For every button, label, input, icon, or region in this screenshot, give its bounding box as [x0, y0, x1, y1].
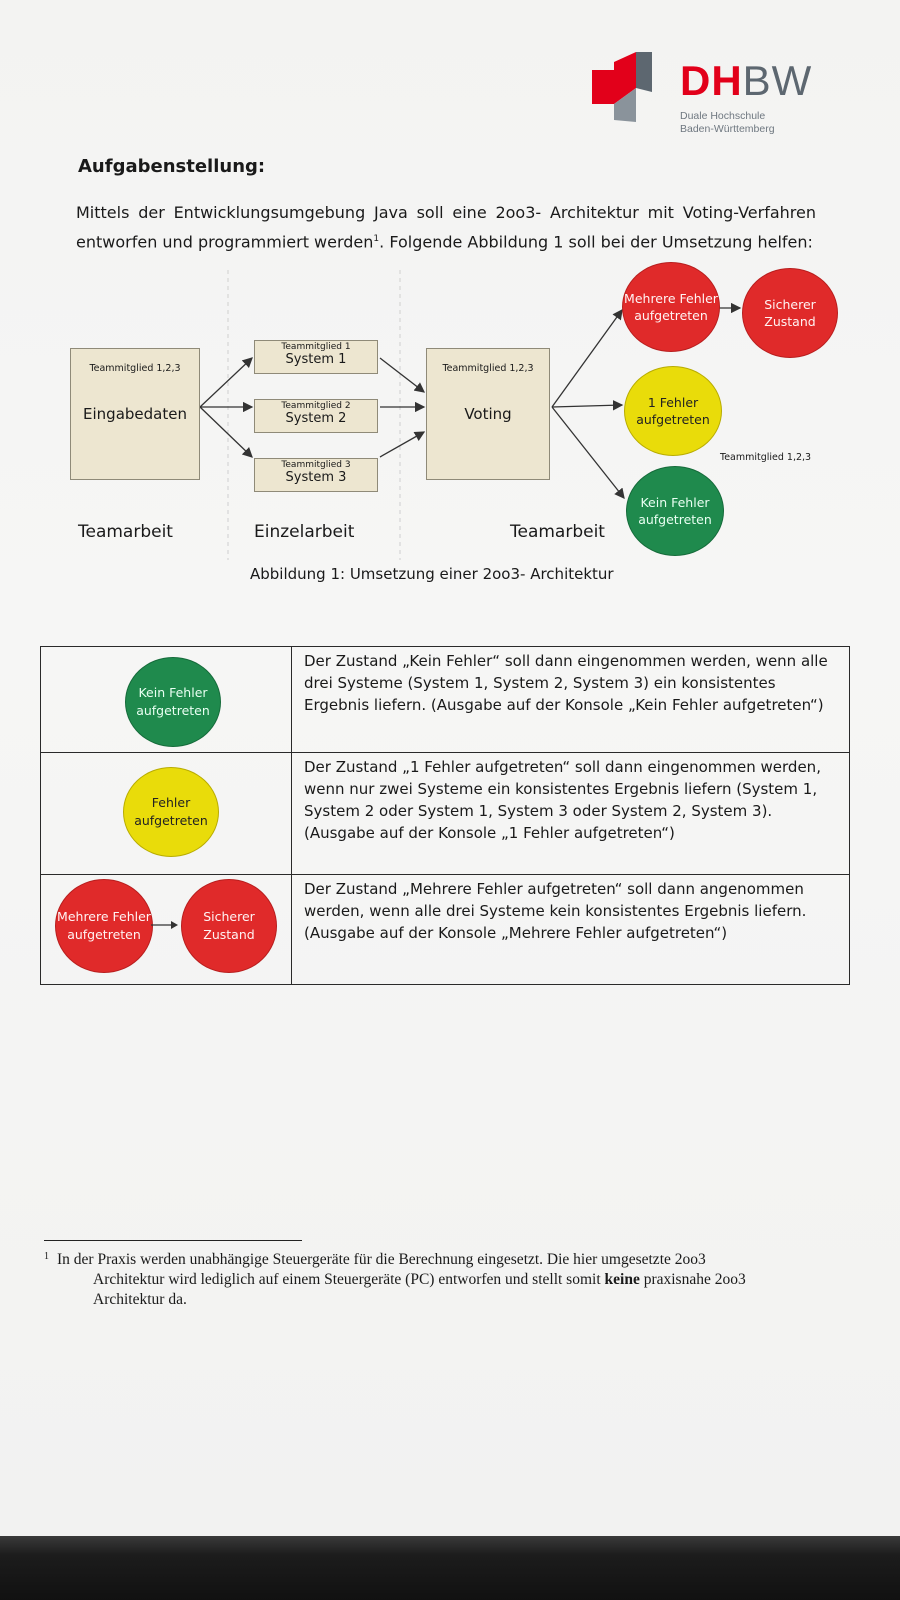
sicherer-zustand-icon: Sicherer Zustand — [181, 879, 277, 973]
footnote-line2c: praxisnahe 2oo3 — [639, 1271, 746, 1288]
footnote-number: 1 — [44, 1251, 49, 1262]
arrow-voting-keinfehler — [551, 406, 625, 500]
system2-box: Teammitglied 2 System 2 — [254, 399, 378, 433]
arrow-eingabe-system3 — [199, 406, 253, 458]
arrow-voting-einfehler — [551, 400, 624, 411]
intro-text-1: Mittels der Entwicklungsumgebung Java so… — [76, 203, 816, 252]
description-cell: Der Zustand „1 Fehler aufgetreten“ soll … — [291, 752, 850, 875]
system2-team: Teammitglied 2 — [281, 401, 351, 411]
desk-edge — [0, 1536, 900, 1600]
intro-paragraph: Mittels der Entwicklungsumgebung Java so… — [76, 200, 816, 255]
voting-label: Voting — [464, 405, 512, 423]
kein-fehler-circle: Kein Fehler aufgetreten — [626, 466, 724, 556]
intro-text-2: . Folgende Abbildung 1 soll bei der Umse… — [379, 232, 813, 252]
mehrere-fehler-icon: Mehrere Fehler aufgetreten — [55, 879, 153, 973]
footnote: 1 In der Praxis werden unabhängige Steue… — [44, 1250, 856, 1310]
voting-team-label: Teammitglied 1,2,3 — [442, 363, 534, 374]
table-row: Kein Fehler aufgetreten Der Zustand „Kei… — [40, 646, 850, 753]
footnote-line1: In der Praxis werden unabhängige Steuerg… — [57, 1251, 706, 1268]
footnote-line3: Architektur da. — [93, 1291, 187, 1308]
sicherer-zustand-circle: Sicherer Zustand — [742, 268, 838, 358]
phase-teamarbeit-1: Teamarbeit — [78, 522, 173, 542]
footnote-line2a: Architektur wird lediglich auf einem Ste… — [93, 1271, 605, 1288]
description-cell: Der Zustand „Mehrere Fehler aufgetreten“… — [291, 874, 850, 985]
voting-box: Teammitglied 1,2,3 Voting — [426, 348, 550, 480]
icon-cell: Mehrere Fehler aufgetreten Sicherer Zust… — [40, 874, 292, 985]
eingabedaten-box: Teammitglied 1,2,3 Eingabedaten — [70, 348, 200, 480]
arrow-system1-voting — [379, 357, 426, 393]
system1-box: Teammitglied 1 System 1 — [254, 340, 378, 374]
kein-fehler-icon: Kein Fehler aufgetreten — [125, 657, 221, 747]
phase-einzelarbeit: Einzelarbeit — [254, 522, 355, 542]
figure-arrows — [199, 270, 742, 560]
ein-fehler-icon: Fehler aufgetreten — [123, 767, 219, 857]
system1-team: Teammitglied 1 — [281, 342, 351, 352]
logo-sub-line1: Duale Hochschule — [680, 110, 766, 122]
outcomes-team-label: Teammitglied 1,2,3 — [720, 452, 812, 463]
eingabe-label: Eingabedaten — [83, 405, 187, 423]
icon-cell: Kein Fehler aufgetreten — [40, 646, 292, 753]
footnote-divider — [44, 1240, 302, 1241]
footnote-text: In der Praxis werden unabhängige Steuerg… — [57, 1250, 856, 1310]
footnote-ref: 1 — [373, 234, 380, 244]
system3-label: System 3 — [285, 470, 347, 485]
arrow-system3-voting — [379, 431, 426, 458]
system3-box: Teammitglied 3 System 3 — [254, 458, 378, 492]
system3-team: Teammitglied 3 — [281, 460, 351, 470]
dhbw-logo: DHBW Duale Hochschule Baden-Württemberg — [592, 52, 812, 142]
arrow-eingabe-system1 — [199, 357, 253, 408]
icon-cell: Fehler aufgetreten — [40, 752, 292, 875]
states-table: Kein Fehler aufgetreten Der Zustand „Kei… — [40, 646, 850, 985]
arrow-voting-mehrere — [551, 308, 623, 408]
footnote-line2-wrap: Architektur wird lediglich auf einem Ste… — [57, 1270, 856, 1290]
logo-bw: BW — [742, 57, 813, 104]
phase-teamarbeit-2: Teamarbeit — [510, 522, 605, 542]
description-cell: Der Zustand „Kein Fehler“ soll dann eing… — [291, 646, 850, 753]
system1-label: System 1 — [285, 352, 347, 367]
logo-sub-line2: Baden-Württemberg — [680, 123, 775, 135]
section-heading: Aufgabenstellung: — [78, 156, 266, 177]
footnote-keine: keine — [604, 1271, 640, 1288]
table-row: Mehrere Fehler aufgetreten Sicherer Zust… — [40, 874, 850, 985]
ein-fehler-circle: 1 Fehler aufgetreten — [624, 366, 722, 456]
architecture-figure: Teammitglied 1,2,3 Eingabedaten Teammitg… — [0, 260, 900, 600]
arrow-right-icon — [151, 921, 178, 929]
logo-dh: DH — [680, 57, 743, 104]
table-row: Fehler aufgetreten Der Zustand „1 Fehler… — [40, 752, 850, 875]
system2-label: System 2 — [285, 411, 347, 426]
eingabe-team-label: Teammitglied 1,2,3 — [89, 363, 181, 374]
logo-wordmark: DHBW — [680, 60, 812, 102]
figure-caption: Abbildung 1: Umsetzung einer 2oo3- Archi… — [250, 565, 614, 583]
logo-subtitle: Duale Hochschule Baden-Württemberg — [680, 110, 775, 136]
dhbw-logo-mark-icon — [592, 52, 652, 122]
mehrere-fehler-circle: Mehrere Fehler aufgetreten — [622, 262, 720, 352]
